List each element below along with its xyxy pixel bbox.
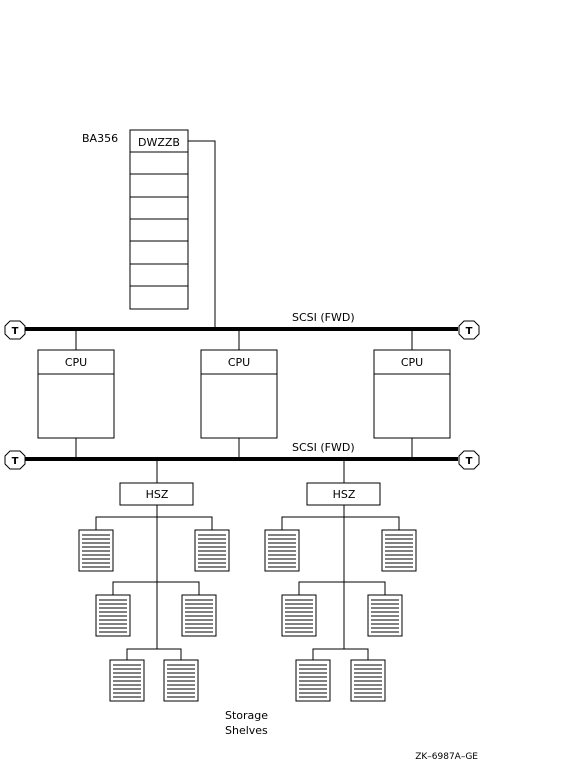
figure-id: ZK–6987A–GE: [415, 752, 478, 762]
hsz-1-label: HSZ: [146, 488, 169, 501]
scsi-bus-top-label: SCSI (FWD): [292, 311, 355, 324]
storage-tree-right: [281, 505, 400, 660]
cpu-3: CPU: [373, 349, 451, 439]
ba356-enclosure: [129, 129, 189, 310]
storage-tree-left: [95, 505, 213, 660]
hsz-controller-1: HSZ: [119, 482, 194, 506]
terminator-bottom-left: T: [4, 450, 26, 470]
cpu-2: CPU: [200, 349, 278, 439]
storage-shelf: [78, 529, 114, 572]
storage-shelf: [95, 594, 131, 637]
storage-shelf: [381, 529, 417, 572]
scsi-bus-bottom-label: SCSI (FWD): [292, 441, 355, 454]
hsz-controller-2: HSZ: [306, 482, 381, 506]
dwzzb-module-label: DWZZB: [138, 136, 180, 149]
svg-text:T: T: [12, 326, 19, 337]
svg-text:T: T: [466, 456, 473, 467]
terminator-top-left: T: [4, 320, 26, 340]
storage-shelf: [181, 594, 217, 637]
dwzzb-link: [188, 140, 216, 328]
cpu-1: CPU: [37, 349, 115, 439]
enclosure-label: BA356: [82, 132, 118, 145]
storage-shelf: [295, 659, 331, 702]
storage-shelf: [350, 659, 386, 702]
hsz-2-label: HSZ: [333, 488, 356, 501]
storage-label-line2: Shelves: [225, 724, 268, 737]
storage-shelf: [163, 659, 199, 702]
cpu-1-label: CPU: [65, 356, 87, 369]
storage-shelf: [281, 594, 317, 637]
cpu-3-label: CPU: [401, 356, 423, 369]
storage-shelf: [194, 529, 230, 572]
terminator-bottom-right: T: [458, 450, 480, 470]
storage-shelf: [264, 529, 300, 572]
storage-shelf: [109, 659, 145, 702]
svg-text:T: T: [12, 456, 19, 467]
cpu-2-label: CPU: [228, 356, 250, 369]
storage-label-line1: Storage: [225, 709, 268, 722]
storage-shelves: [78, 529, 417, 702]
storage-shelf: [367, 594, 403, 637]
svg-text:T: T: [466, 326, 473, 337]
terminator-top-right: T: [458, 320, 480, 340]
